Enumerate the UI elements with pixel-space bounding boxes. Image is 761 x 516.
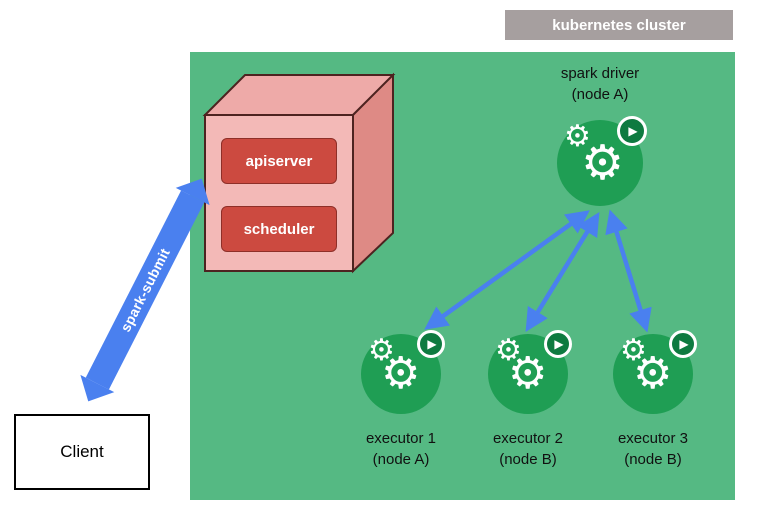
play-icon: ▶ (427, 337, 437, 351)
spark-driver-pod-icon: ⚙ ⚙ ▶ (557, 116, 647, 206)
gear-icon: ⚙ (495, 334, 522, 367)
executor2-pod-icon: ⚙ ⚙ ▶ (488, 330, 572, 414)
spark-driver-label: spark driver (node A) (520, 63, 680, 105)
pod-circle: ⚙ ⚙ ▶ (613, 330, 697, 414)
gear-icon: ⚙ (633, 349, 673, 398)
executor3-label: executor 3 (node B) (573, 428, 733, 470)
pod-circle: ⚙ ⚙ ▶ (361, 330, 445, 414)
scheduler-box: scheduler (221, 206, 337, 252)
spark-submit-label: spark-submit (117, 245, 173, 335)
apiserver-box: apiserver (221, 138, 337, 184)
gear-icon: ⚙ (581, 137, 625, 190)
gear-icon: ⚙ (620, 334, 647, 367)
executor2-node: (node B) (499, 451, 557, 468)
play-badge: ▶ (669, 330, 697, 358)
play-badge: ▶ (544, 330, 572, 358)
spark-driver-title: spark driver (560, 65, 640, 82)
gear-icon: ⚙ (368, 334, 395, 367)
play-icon: ▶ (628, 124, 638, 138)
client-box: Client (14, 414, 150, 490)
scheduler-label: scheduler (243, 220, 315, 238)
play-icon: ▶ (554, 337, 564, 351)
control-plane-cube: apiserver scheduler (200, 70, 400, 280)
executor3-pod-icon: ⚙ ⚙ ▶ (613, 330, 697, 414)
pod-circle: ⚙ ⚙ ▶ (557, 116, 647, 206)
executor2-label: executor 2 (node B) (448, 428, 608, 470)
play-badge: ▶ (417, 330, 445, 358)
gear-icon: ⚙ (508, 349, 548, 398)
executor1-node: (node A) (372, 451, 430, 468)
executor1-label: executor 1 (node A) (321, 428, 481, 470)
executor3-node: (node B) (624, 451, 682, 468)
executor3-title: executor 3 (617, 430, 689, 447)
executor1-pod-icon: ⚙ ⚙ ▶ (361, 330, 445, 414)
play-icon: ▶ (679, 337, 689, 351)
spark-submit-band: spark-submit (85, 190, 205, 390)
kubernetes-cluster-label: kubernetes cluster (505, 10, 733, 40)
apiserver-label: apiserver (245, 152, 313, 170)
client-label: Client (60, 442, 104, 461)
spark-driver-node: (node A) (571, 86, 629, 103)
executor1-title: executor 1 (365, 430, 437, 447)
executor2-title: executor 2 (492, 430, 564, 447)
gear-icon: ⚙ (381, 349, 421, 398)
pod-circle: ⚙ ⚙ ▶ (488, 330, 572, 414)
play-badge: ▶ (617, 116, 647, 146)
gear-icon: ⚙ (564, 120, 591, 153)
